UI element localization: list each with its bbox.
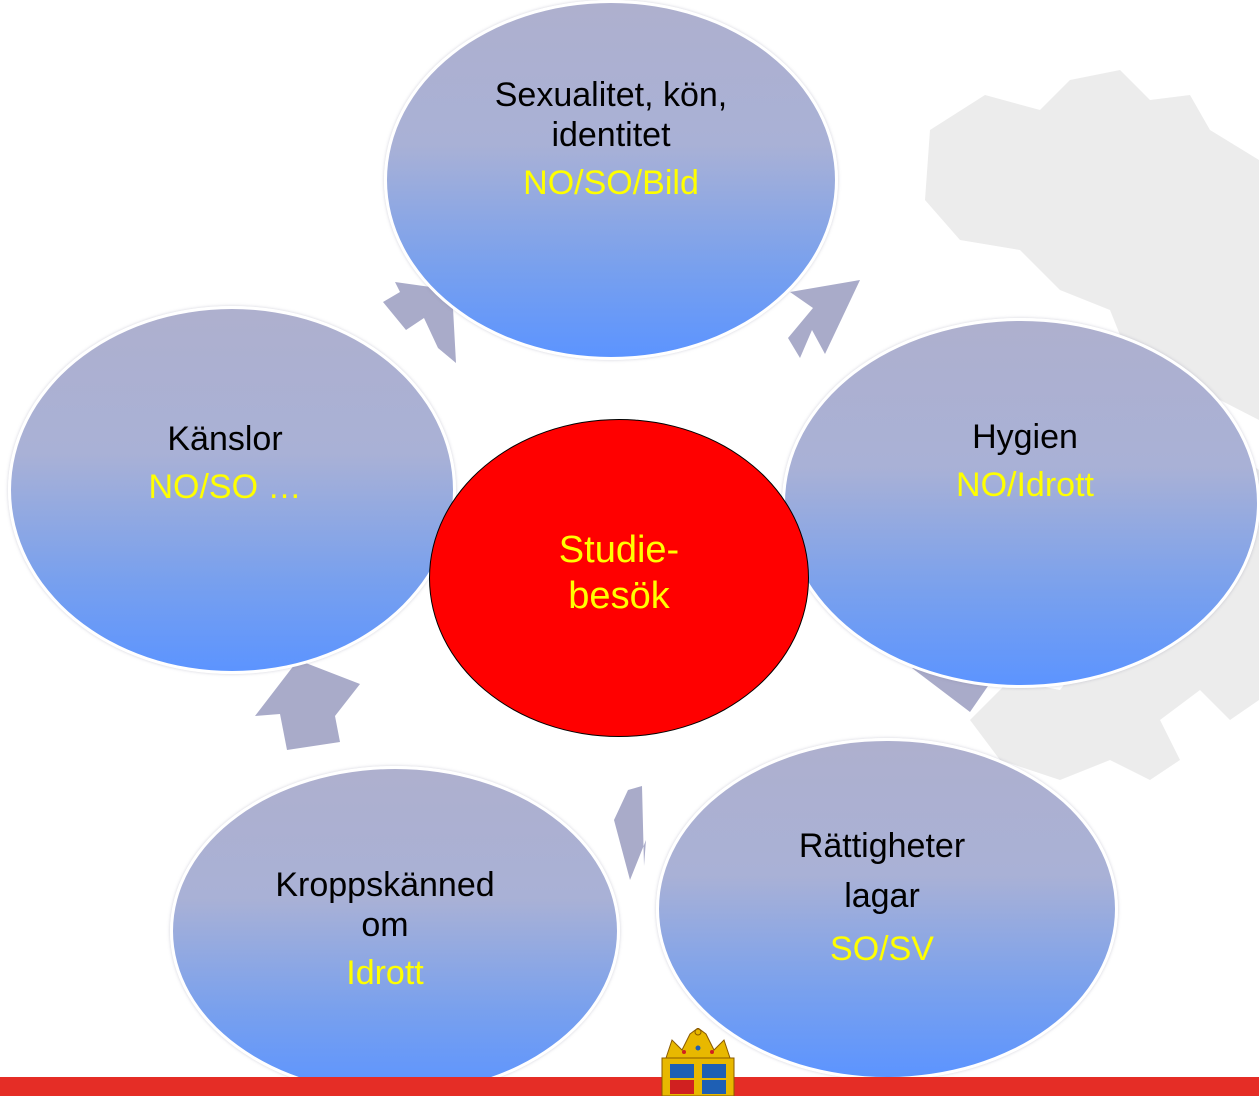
node-kanslor: Känslor NO/SO …	[8, 306, 456, 674]
node-kanslor-subject: NO/SO …	[148, 468, 302, 506]
node-sexualitet-subject: NO/SO/Bild	[523, 164, 699, 202]
arrow-rattigheter-to-kroppskannedom	[614, 786, 646, 880]
node-rattigheter-subject: SO/SV	[830, 930, 934, 968]
node-kanslor-title: Känslor	[167, 420, 283, 458]
node-hygien: Hygien NO/Idrott	[782, 318, 1259, 688]
node-sexualitet: Sexualitet, kön, identitet NO/SO/Bild	[384, 0, 838, 360]
node-sexualitet-title: Sexualitet, kön, identitet	[494, 76, 728, 154]
arrow-kanslor-to-sexualitet	[383, 282, 456, 363]
arrow-kroppskannedom-to-kanslor	[255, 660, 360, 750]
swedish-crown-emblem-icon	[661, 1028, 735, 1096]
node-hygien-title: Hygien	[972, 418, 1078, 456]
center-node-studiebesok: Studie- besök	[429, 419, 809, 737]
node-kroppskannedom: Kroppskänned om Idrott	[170, 766, 620, 1096]
node-kroppskannedom-title: Kroppskänned om	[275, 866, 495, 944]
node-hygien-subject: NO/Idrott	[956, 466, 1094, 504]
node-rattigheter-title: Rättigheter lagar	[798, 827, 966, 915]
arrow-sexualitet-to-hygien	[788, 280, 860, 358]
footer-bar	[0, 1077, 1259, 1096]
node-kroppskannedom-subject: Idrott	[346, 954, 424, 992]
center-node-label: Studie- besök	[558, 529, 680, 617]
